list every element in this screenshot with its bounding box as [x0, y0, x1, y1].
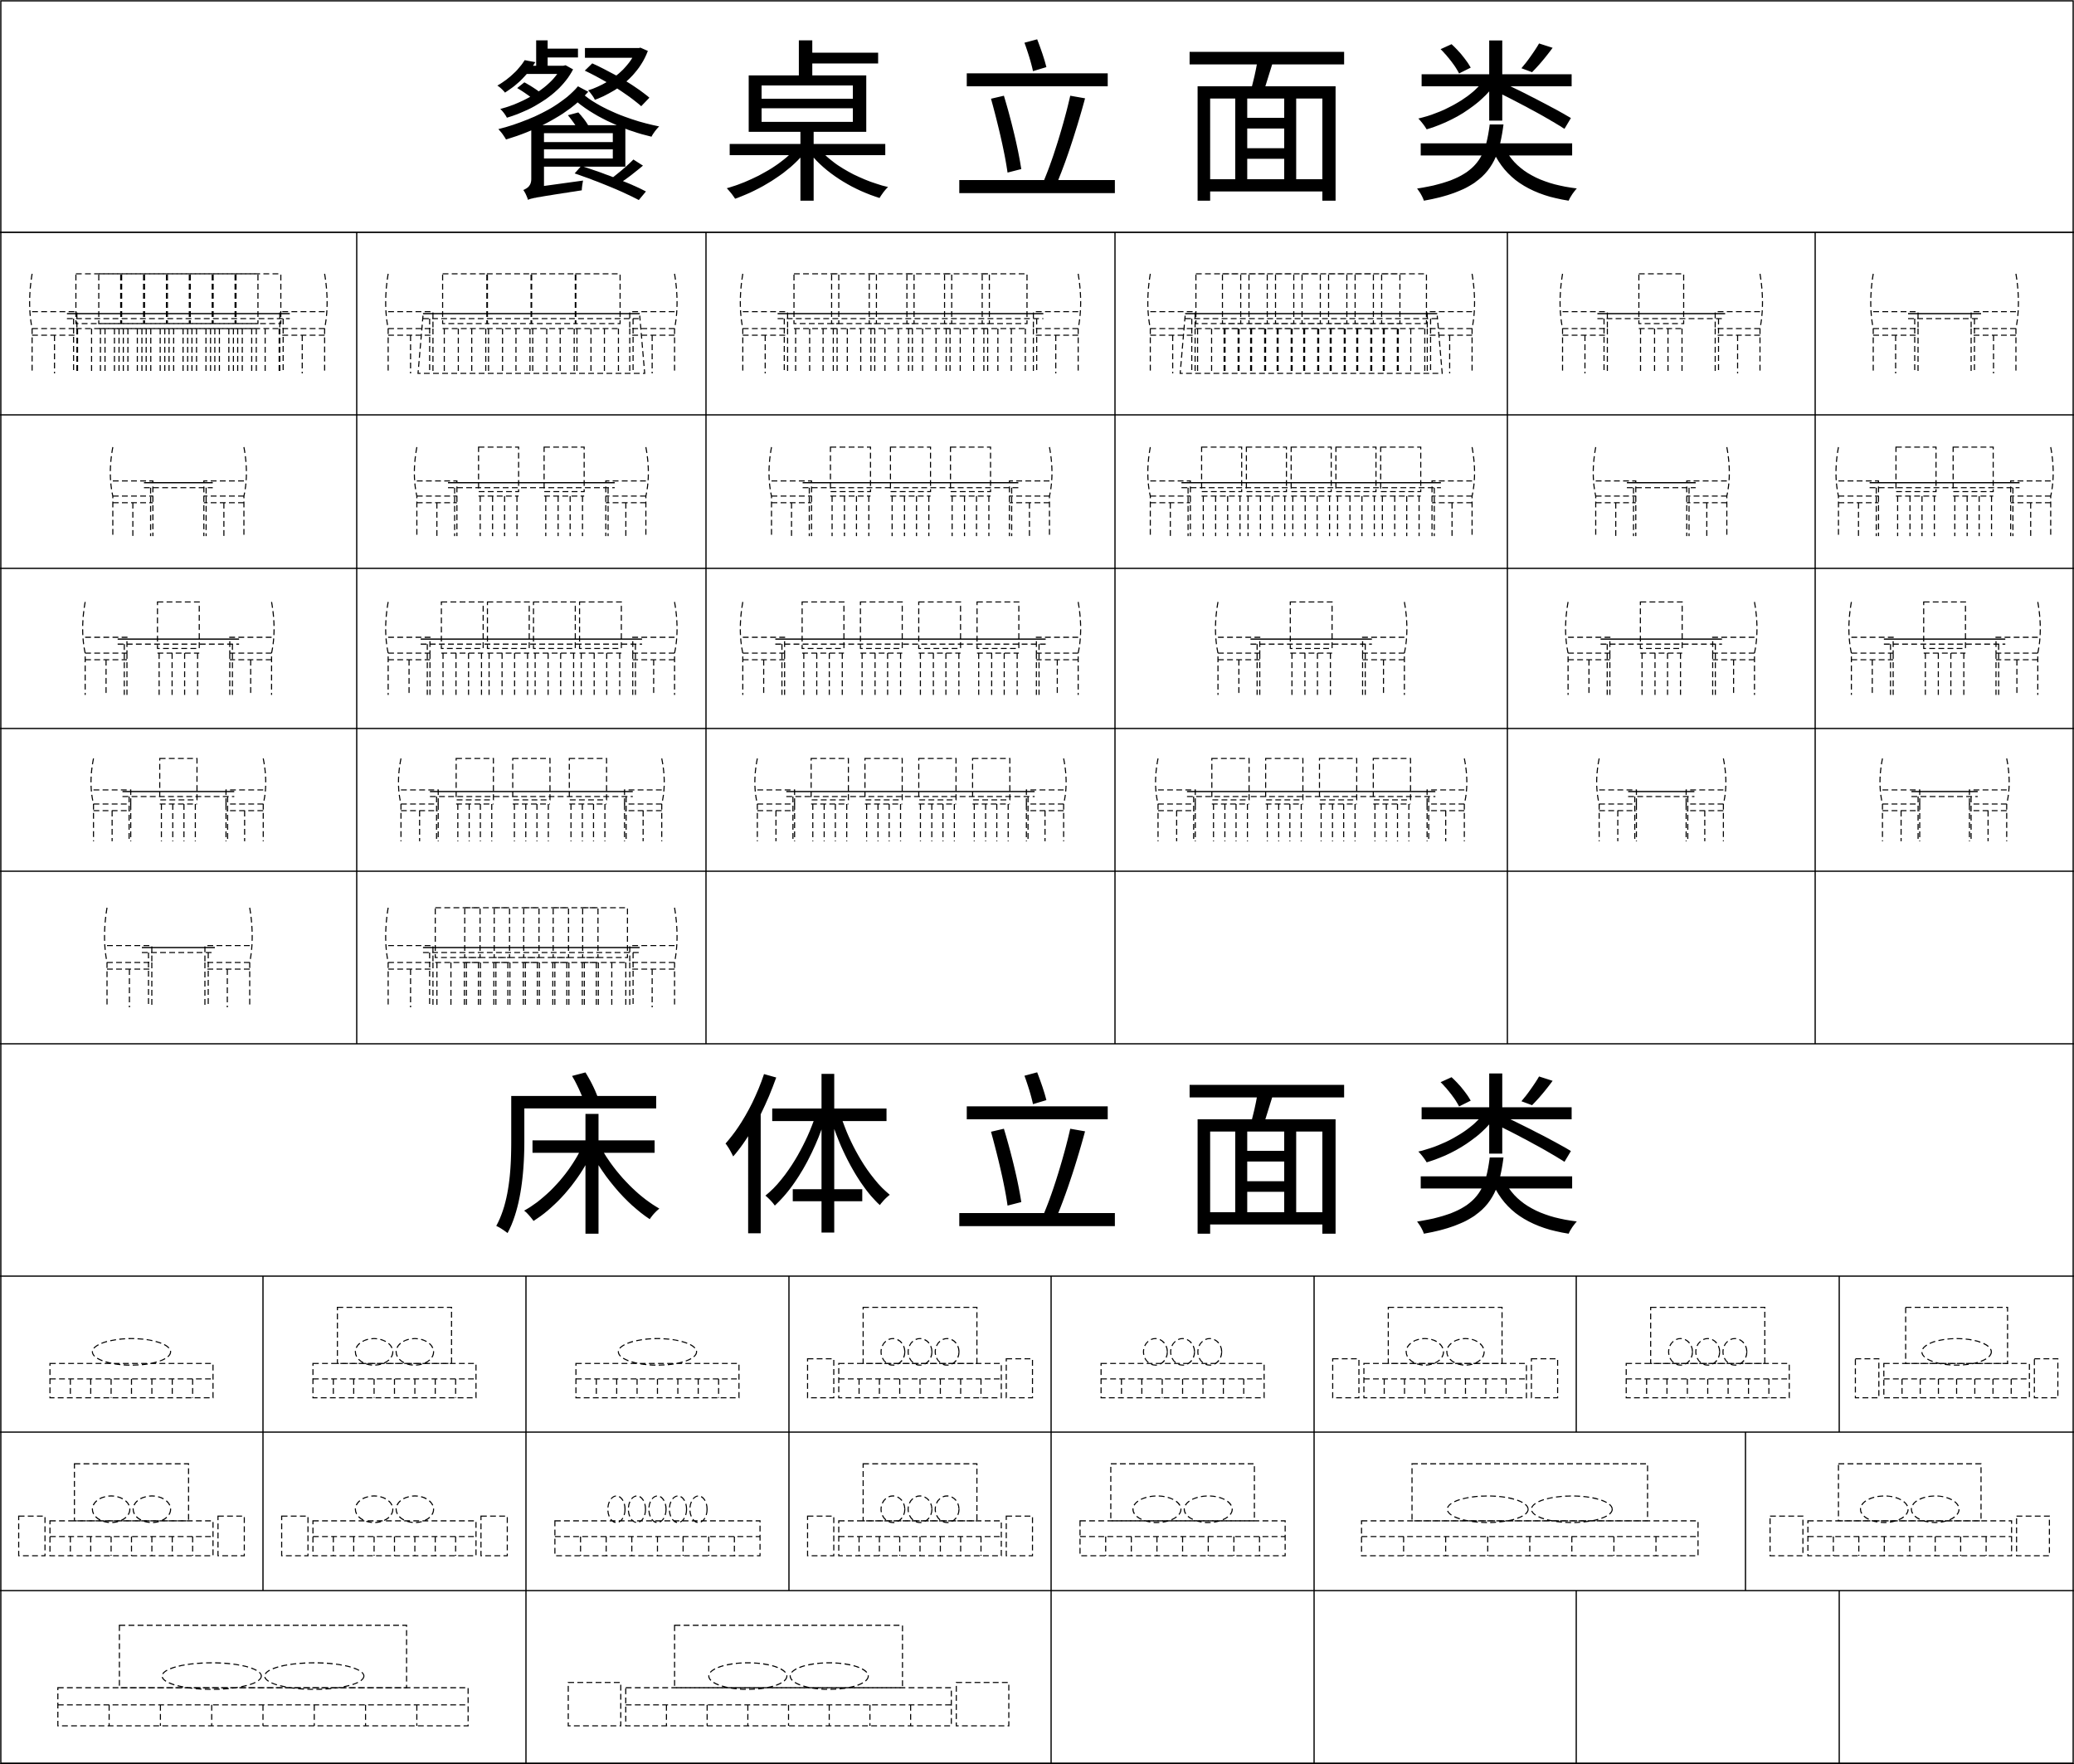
dining-elevation-drawing [739, 601, 1082, 695]
dining-elevation-drawing [397, 758, 665, 841]
dining-elevation-drawing [1595, 758, 1727, 841]
bed-elevation-drawing [806, 1463, 1034, 1557]
dining-elevation-drawing [1565, 601, 1758, 695]
dining-elevation-drawing [90, 758, 266, 841]
dining-elevation-drawing [1147, 446, 1476, 537]
dining-elevation-drawing [1848, 601, 2041, 695]
dining-elevation-drawing [29, 273, 328, 373]
bed-elevation-drawing [49, 1338, 214, 1399]
bed-elevation-drawing [280, 1495, 509, 1557]
dining-elevation-drawing [1559, 273, 1764, 373]
bed-elevation-drawing [1361, 1463, 1699, 1557]
bed-elevation-drawing [1332, 1306, 1559, 1399]
bed-elevation-drawing [1625, 1306, 1790, 1399]
grid-lines [0, 231, 2074, 1764]
dining-elevation-drawing [1592, 446, 1731, 537]
bed-elevation-drawing [554, 1495, 761, 1557]
dining-elevation-drawing [768, 446, 1053, 537]
dining-elevation-drawing [385, 907, 678, 1007]
dining-elevation-grid [29, 273, 2054, 1007]
dining-elevation-drawing [1155, 758, 1468, 841]
bed-elevation-drawing [806, 1306, 1034, 1399]
dining-section-title: 餐 桌 立 面 类 [490, 25, 1583, 228]
dining-elevation-drawing [104, 907, 253, 1007]
dining-elevation-drawing [739, 273, 1082, 373]
bed-elevation-drawing [1079, 1463, 1286, 1557]
bed-elevation-drawing [575, 1338, 740, 1399]
dining-elevation-drawing [385, 273, 678, 374]
dining-elevation-drawing [1870, 273, 2019, 373]
dining-elevation-drawing [81, 601, 275, 695]
dining-elevation-drawing [1215, 601, 1408, 695]
dining-elevation-drawing [754, 758, 1067, 841]
dining-elevation-drawing [1879, 758, 2010, 841]
bed-elevation-grid [17, 1306, 2059, 1727]
bed-elevation-drawing [567, 1625, 1010, 1727]
dining-elevation-drawing [385, 601, 678, 695]
bed-elevation-drawing [1854, 1306, 2059, 1399]
dining-elevation-drawing [1147, 273, 1476, 374]
bed-elevation-drawing [17, 1463, 246, 1557]
bed-elevation-drawing [1769, 1463, 2051, 1557]
dining-elevation-drawing [1835, 446, 2054, 537]
dining-elevation-drawing [413, 446, 650, 537]
bed-elevation-drawing [57, 1625, 469, 1727]
dining-elevation-drawing [110, 446, 247, 537]
bed-elevation-drawing [312, 1306, 477, 1399]
bed-elevation-drawing [1100, 1338, 1265, 1399]
bed-section-title: 床 体 立 面 类 [490, 1058, 1583, 1261]
